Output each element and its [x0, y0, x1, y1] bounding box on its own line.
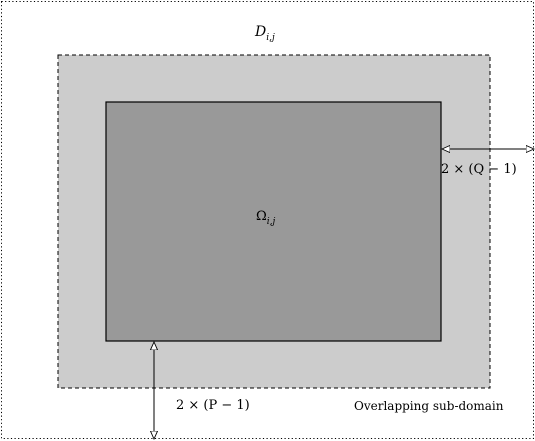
horizontal-overlap-label: 2 × (Q − 1)	[441, 162, 517, 177]
inner-domain-label: Ωi,j	[256, 209, 276, 227]
outer-domain-label: Di,j	[254, 24, 275, 43]
vertical-overlap-label: 2 × (P − 1)	[176, 398, 250, 413]
inner-domain	[105, 101, 442, 342]
overlap-caption: Overlapping sub-domain	[354, 399, 504, 413]
